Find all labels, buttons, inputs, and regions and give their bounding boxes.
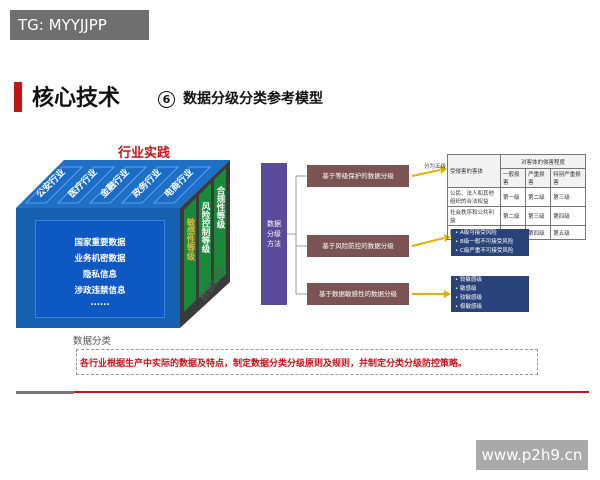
title-accent-bar xyxy=(14,82,22,112)
method-sensitivity-box: 基于数据敏感性的数据分级 xyxy=(307,283,409,305)
side-band-1 xyxy=(184,198,196,312)
table-cell: 第五级 xyxy=(550,225,586,240)
arrow-1-line xyxy=(411,169,441,177)
arrow-3-head xyxy=(444,290,451,298)
step-number-badge: 6 xyxy=(158,91,175,108)
risk-level-item: • C级严重不可接受风险 xyxy=(455,248,514,254)
table-cell: 第一级 xyxy=(499,187,527,207)
industry-strip-1 xyxy=(25,166,83,204)
category-item: 涉政违禁信息 xyxy=(74,286,126,296)
subtitle-text: 数据分级分类参考模型 xyxy=(183,91,323,107)
method-protection-box: 基于等级保护的数据分级 xyxy=(307,165,409,187)
industry-practice-label: 行业实践 xyxy=(118,146,171,161)
side-band-2 xyxy=(199,183,211,298)
table-cell: 第四级 xyxy=(525,225,552,240)
bottom-watermark: www.p2h9.cn xyxy=(476,440,588,470)
industry-strip-5 xyxy=(153,166,211,204)
industry-strip-3 xyxy=(89,166,147,204)
top-watermark: TG: MYYJJPP xyxy=(10,10,149,40)
table-cell: 严重损害 xyxy=(525,168,552,188)
table-cell: 第三级 xyxy=(525,206,552,226)
risk-level-item: • B级一般不可接受风险 xyxy=(455,239,514,245)
table-cell: 公民、法人和其他组织的合法权益 xyxy=(447,187,501,207)
grading-method-box: 数据分级方法 xyxy=(261,163,287,305)
side-label-sensitivity: 敏感性等级 xyxy=(185,217,196,261)
sensitivity-level-item: • 极敏感级 xyxy=(455,304,483,310)
table-cell: 特别严重损害 xyxy=(550,168,586,188)
table-cell: 一般损害 xyxy=(499,168,527,188)
sensitivity-level-item: • 敏感级 xyxy=(455,286,477,292)
bottom-note: 各行业根据生产中实际的数据及特点，制定数据分类分级原则及规则，并制定分类分级防控… xyxy=(80,359,468,369)
bottom-note-frame xyxy=(76,349,538,375)
risk-level-item: • A级可接受风险 xyxy=(455,230,497,236)
industry-strip-4 xyxy=(121,166,179,204)
sensitivity-level-item: • 较敏感级 xyxy=(455,277,483,283)
table-cell: 第二级 xyxy=(499,206,527,226)
industry-strip-2 xyxy=(57,166,115,204)
arrow-1-head xyxy=(440,166,447,174)
table-row: 受侵害的客体 对客体的侵害程度 xyxy=(447,154,586,188)
table-cell: 第二级 xyxy=(525,187,552,207)
category-item: 隐私信息 xyxy=(82,270,117,280)
table-row: 社会秩序和公共利益 第二级 第三级 第四级 xyxy=(447,206,586,226)
grading-method-label: 数据分级方法 xyxy=(267,220,281,248)
table-cell: 受侵害的客体 xyxy=(447,154,501,188)
protection-table: 受侵害的客体 对客体的侵害程度 一般损害 严重损害 特别严重损害 公民、法人和其… xyxy=(447,154,586,240)
side-label-compliance: 合规性等级 xyxy=(215,185,226,229)
risk-level-list: • A级可接受风险 • B级一般不可接受风险 • C级严重不可接受风险 xyxy=(451,229,529,256)
table-row: 公民、法人和其他组织的合法权益 第一级 第二级 第三级 xyxy=(447,187,586,207)
side-label-risk: 风险控制等级 xyxy=(200,202,211,254)
category-item: 业务机密数据 xyxy=(74,254,126,264)
category-item: ...... xyxy=(90,298,110,308)
five-grade-note: 分为五级 xyxy=(424,164,447,170)
sensitivity-level-list: • 较敏感级 • 敏感级 • 较敏感级 • 极敏感级 xyxy=(451,276,529,312)
table-row: 一般损害 严重损害 特别严重损害 xyxy=(448,168,586,188)
side-band-3 xyxy=(214,168,226,285)
data-category-list: 国家重要数据 业务机密数据 隐私信息 涉政违禁信息 ...... xyxy=(35,220,165,318)
category-item: 国家重要数据 xyxy=(74,238,126,248)
table-cell: 第三级 xyxy=(550,187,586,207)
arrow-2-line xyxy=(411,237,445,247)
footer-rule-red xyxy=(74,391,589,393)
data-category-caption: 数据分类 xyxy=(73,336,112,347)
table-cell: 对客体的侵害程度 xyxy=(500,154,586,169)
method-risk-box: 基于风险防控的数据分级 xyxy=(307,235,409,257)
table-cell: 第四级 xyxy=(550,206,586,226)
sensitivity-level-item: • 较敏感级 xyxy=(455,295,483,301)
page-title: 核心技术 xyxy=(32,86,121,111)
page-subtitle: 6 数据分级分类参考模型 xyxy=(158,88,323,108)
footer-rule-gray xyxy=(16,391,74,394)
table-cell: 社会秩序和公共利益 xyxy=(447,206,501,226)
